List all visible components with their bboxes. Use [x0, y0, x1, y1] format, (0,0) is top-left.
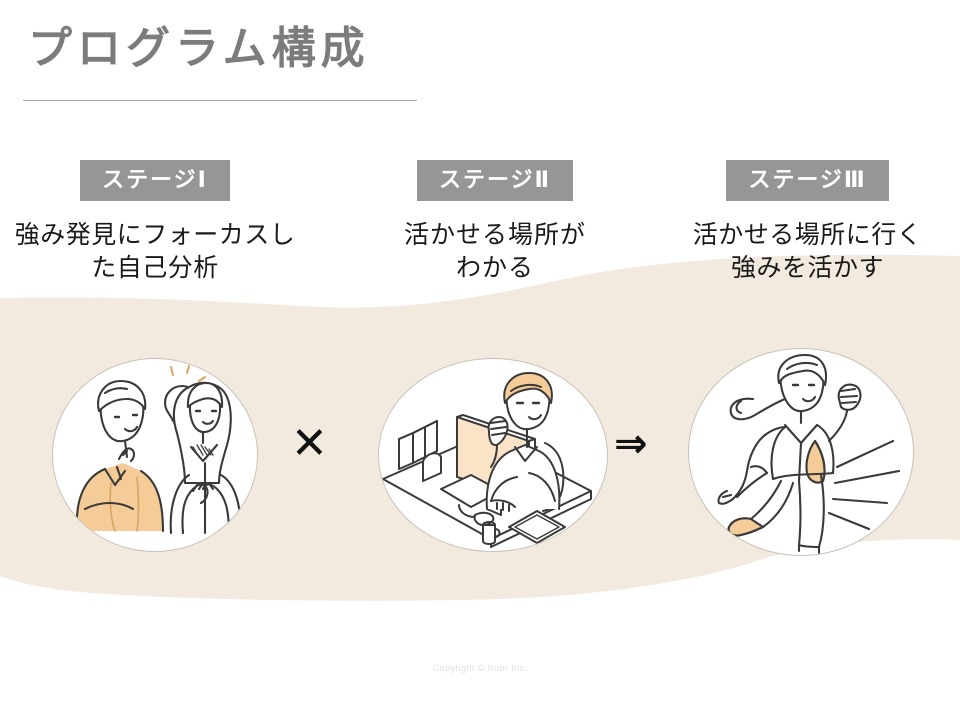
stage-badge-1: ステージⅠ — [80, 160, 230, 201]
person-at-desk-computer-icon — [378, 358, 608, 552]
stage-caption-3: 活かせる場所に行く 強みを活かす — [692, 221, 923, 282]
stage-caption-2: 活かせる場所が わかる — [403, 221, 586, 282]
page-title: プログラム構成 — [28, 24, 370, 73]
stage-column-2: ステージⅡ 活かせる場所が わかる — [335, 160, 655, 285]
title-underline — [23, 100, 417, 101]
implies-arrow-icon: ⇒ — [614, 422, 648, 466]
multiply-operator-icon: ✕ — [291, 419, 328, 468]
stage-column-1: ステージⅠ 強み発見にフォーカスし た自己分析 — [0, 160, 310, 285]
stage-caption-1: 強み発見にフォーカスし た自己分析 — [14, 221, 296, 282]
stage-badge-3: ステージⅢ — [726, 160, 889, 201]
copyright-footer: Copyright © fruor Inc. — [432, 663, 528, 673]
running-person-icon — [688, 348, 914, 556]
two-people-thinking-lightbulb-icon — [52, 358, 258, 552]
stage-badge-2: ステージⅡ — [416, 160, 574, 201]
stage-column-3: ステージⅢ 活かせる場所に行く 強みを活かす — [655, 160, 960, 285]
